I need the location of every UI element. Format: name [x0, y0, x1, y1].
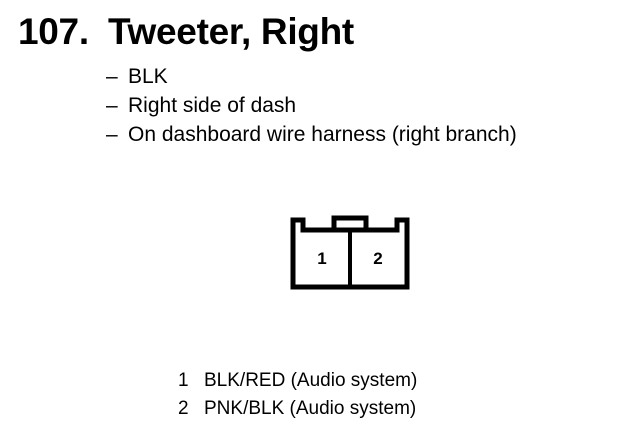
connector-outline [290, 217, 410, 290]
note-text: On dashboard wire harness (right branch) [128, 123, 517, 146]
pin-description: PNK/BLK (Audio system) [204, 398, 417, 419]
pin-description: BLK/RED (Audio system) [204, 370, 418, 391]
connector-latch [331, 215, 369, 233]
note-text: BLK [128, 65, 168, 88]
note-harness: –On dashboard wire harness (right branch… [106, 120, 517, 149]
component-notes: –BLK –Right side of dash –On dashboard w… [106, 62, 517, 149]
pin-list: 1 BLK/RED (Audio system) 2 PNK/BLK (Audio … [178, 367, 417, 423]
note-location: –Right side of dash [106, 91, 517, 120]
note-color: –BLK [106, 62, 517, 91]
connector-diagram: 1 2 [290, 215, 410, 290]
component-title: Tweeter, Right [108, 11, 354, 52]
note-dash: – [106, 94, 118, 117]
pin-number: 1 [178, 370, 189, 391]
terminal-2-label: 2 [373, 249, 382, 268]
note-text: Right side of dash [128, 94, 297, 117]
pin-row: 1 BLK/RED (Audio system) [178, 367, 417, 395]
note-dash: – [106, 65, 118, 88]
pin-number: 2 [178, 398, 189, 419]
terminal-1-label: 1 [317, 249, 326, 268]
pin-row: 2 PNK/BLK (Audio system) [178, 395, 417, 423]
component-number: 107. [18, 11, 89, 52]
note-dash: – [106, 123, 118, 146]
component-heading: 107. Tweeter, Right [18, 10, 354, 54]
